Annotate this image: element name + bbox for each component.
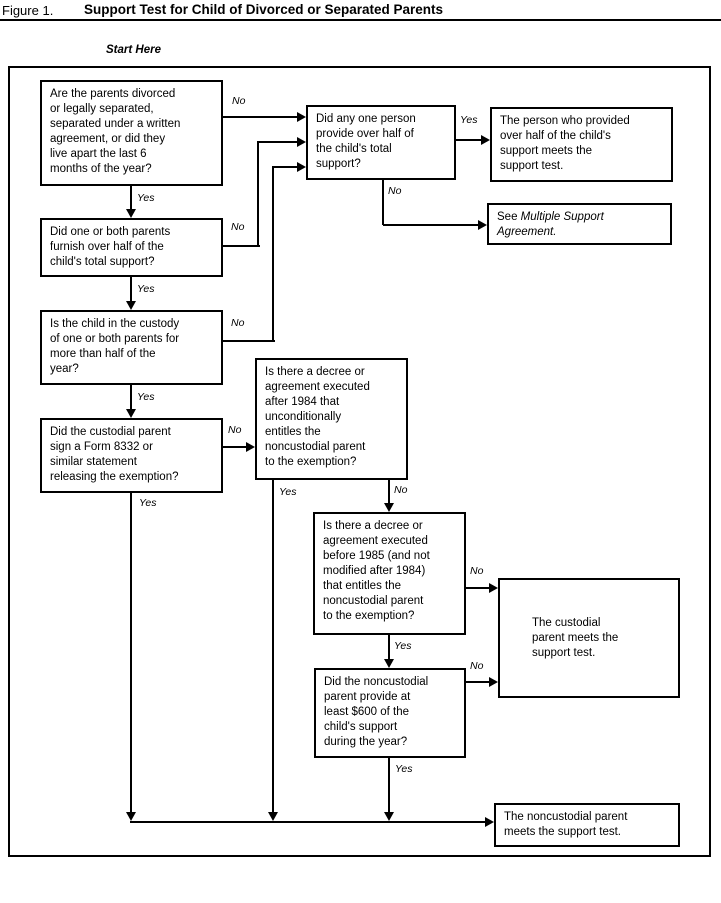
connector-custody-no-stub (223, 340, 275, 342)
arrow-right-icon (489, 677, 498, 687)
node-noncustodial-600: Did the noncustodial parent provide at l… (314, 668, 466, 758)
node-custody-more-than-half: Is the child in the custody of one or bo… (40, 310, 223, 385)
node-divorced-or-separated: Are the parents divorced or legally sepa… (40, 80, 223, 186)
connector-furnish-no-h (258, 141, 298, 143)
start-here-label: Start Here (106, 44, 161, 56)
msa-italic-text: Multiple Support Agreement. (497, 211, 604, 238)
edge-label-furnish-yes: Yes (137, 283, 155, 295)
connector-after1984-no-v (388, 480, 390, 505)
arrow-down-icon (126, 812, 136, 821)
figure-label: Figure 1. (2, 3, 54, 18)
connector-furnish-yes-v (130, 277, 132, 303)
node-parents-furnish-half: Did one or both parents furnish over hal… (40, 218, 223, 277)
arrow-right-icon (297, 137, 306, 147)
node-decree-after-1984: Is there a decree or agreement executed … (255, 358, 408, 480)
edge-label-oneperson-yes: Yes (460, 114, 478, 126)
edge-label-600-yes: Yes (395, 763, 413, 775)
edge-label-divorced-no: No (232, 95, 246, 107)
arrow-right-icon (478, 220, 487, 230)
arrow-down-icon (384, 812, 394, 821)
connector-divorced-yes-v (130, 186, 132, 211)
edge-label-after1984-no: No (394, 484, 408, 496)
node-one-person-half-support: Did any one person provide over half of … (306, 105, 456, 180)
edge-label-600-no: No (470, 660, 484, 672)
connector-oneperson-no-h (383, 224, 478, 226)
connector-furnish-no-stub (223, 245, 260, 247)
edge-label-divorced-yes: Yes (137, 192, 155, 204)
arrow-down-icon (268, 812, 278, 821)
connector-8332-yes-v (130, 493, 132, 814)
edge-label-after1984-yes: Yes (279, 486, 297, 498)
arrow-right-icon (489, 583, 498, 593)
edge-label-furnish-no: No (231, 221, 245, 233)
arrow-right-icon (297, 162, 306, 172)
edge-label-custody-no: No (231, 317, 245, 329)
edge-label-before1985-no: No (470, 565, 484, 577)
arrow-down-icon (126, 301, 136, 310)
arrow-down-icon (126, 409, 136, 418)
connector-custody-yes-v (130, 385, 132, 411)
edge-label-custody-yes: Yes (137, 391, 155, 403)
connector-oneperson-yes-h (456, 139, 481, 141)
connector-600-yes-v (388, 758, 390, 814)
connector-8332-no-h (223, 446, 246, 448)
arrow-down-icon (126, 209, 136, 218)
msa-prefix: See (497, 211, 521, 223)
connector-divorced-no-h (223, 116, 298, 118)
connector-furnish-no-v (257, 141, 259, 246)
connector-custody-no-h (273, 166, 298, 168)
connector-600-no-h (466, 681, 489, 683)
edge-label-before1985-yes: Yes (394, 640, 412, 652)
arrow-right-icon (481, 135, 490, 145)
connector-bottom-merge-h (130, 821, 485, 823)
connector-before1985-yes-v (388, 635, 390, 661)
node-decree-before-1985: Is there a decree or agreement executed … (313, 512, 466, 635)
title-rule (0, 19, 721, 21)
arrow-right-icon (297, 112, 306, 122)
connector-before1985-no-h (466, 587, 489, 589)
arrow-down-icon (384, 503, 394, 512)
connector-custody-no-v (272, 166, 274, 341)
figure-title: Support Test for Child of Divorced or Se… (84, 2, 444, 17)
edge-label-8332-no: No (228, 424, 242, 436)
node-form-8332: Did the custodial parent sign a Form 833… (40, 418, 223, 493)
node-noncustodial-meets-test: The noncustodial parent meets the suppor… (494, 803, 680, 847)
edge-label-oneperson-no: No (388, 185, 402, 197)
arrow-right-icon (246, 442, 255, 452)
arrow-down-icon (384, 659, 394, 668)
node-custodial-meets-test: The custodial parent meets the support t… (498, 578, 680, 698)
flowchart-border (8, 66, 711, 857)
node-person-meets-support-test: The person who provided over half of the… (490, 107, 673, 182)
connector-oneperson-no-v (382, 180, 384, 225)
edge-label-8332-yes: Yes (139, 497, 157, 509)
arrow-right-icon (485, 817, 494, 827)
connector-after1984-yes-v (272, 480, 274, 814)
node-see-multiple-support-agreement: See Multiple Support Agreement. (487, 203, 672, 245)
